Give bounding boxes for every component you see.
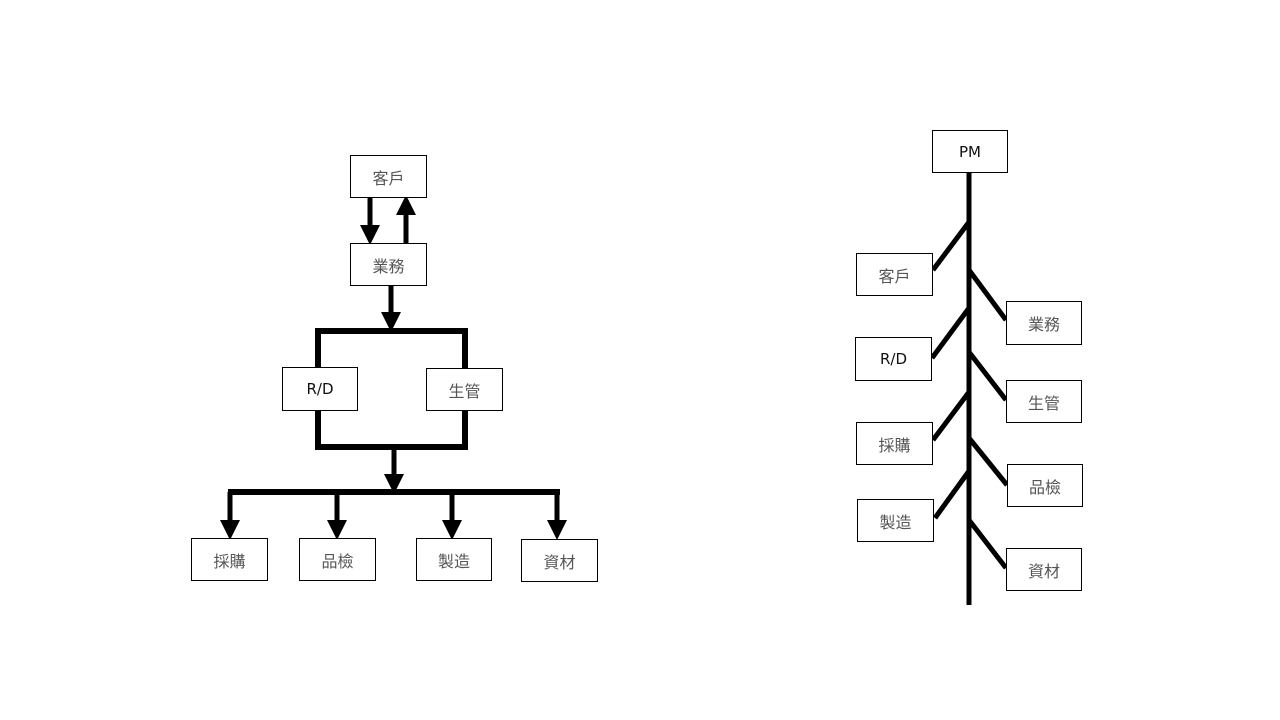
node-materials: 資材 — [521, 539, 598, 582]
node-sales: 業務 — [350, 243, 427, 286]
node-rd: R/D — [282, 367, 358, 411]
node-quality-inspection: 品檢 — [299, 538, 376, 581]
node-production-control: 生管 — [426, 368, 503, 411]
rd-production-loop-bottom — [315, 410, 468, 450]
branch-manufacturing — [932, 469, 972, 520]
node-customer: 客戶 — [350, 155, 427, 198]
branch-quality — [967, 436, 1009, 487]
branch-purchasing — [931, 390, 971, 442]
branch-customer — [931, 220, 971, 272]
pm-node-quality-inspection: 品檢 — [1007, 464, 1083, 507]
node-purchasing: 採購 — [191, 538, 268, 581]
pm-node-materials: 資材 — [1006, 548, 1082, 591]
pm-node-rd: R/D — [855, 337, 932, 381]
node-pm: PM — [932, 130, 1008, 173]
pm-node-purchasing: 採購 — [856, 422, 933, 465]
branch-sales — [966, 268, 1009, 322]
branch-materials — [967, 518, 1008, 570]
pm-node-manufacturing: 製造 — [857, 499, 934, 542]
branch-rd — [929, 306, 972, 360]
pm-node-sales: 業務 — [1006, 301, 1082, 345]
rd-production-loop-top — [315, 328, 468, 368]
branch-production-control — [967, 350, 1008, 402]
node-manufacturing: 製造 — [416, 538, 492, 581]
pm-node-customer: 客戶 — [856, 253, 933, 296]
pm-node-production-control: 生管 — [1006, 380, 1082, 423]
